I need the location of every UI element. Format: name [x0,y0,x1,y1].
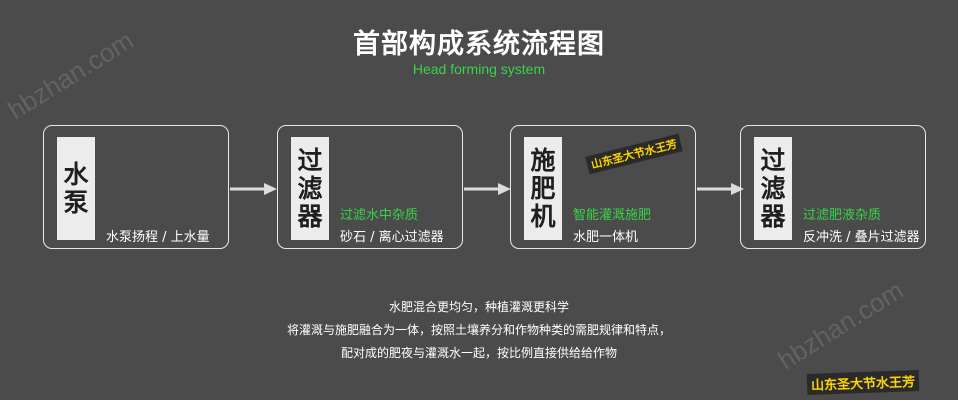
stage-label-filter-2: 过 滤 器 [754,137,792,240]
arrow-right-icon [230,183,277,195]
footer-line: 将灌溉与施肥融合为一体，按照土壤养分和作物种类的需肥规律和特点， [286,323,671,337]
arrow-right-icon [464,183,511,195]
stage-description: 砂石 / 离心过滤器 [340,230,444,245]
footer-line: 配对成的肥夜与灌溉水一起，按比例直接供给给作物 [340,346,617,360]
label-char: 肥 [530,173,556,203]
stage-description: 水泵扬程 / 上水量 [106,230,210,245]
label-char: 过 [297,145,323,175]
stage-label-filter-1: 过 滤 器 [291,137,329,240]
label-char: 器 [297,201,323,231]
stage-description: 反冲洗 / 叠片过滤器 [803,230,920,245]
label-char: 器 [760,201,786,231]
stage-function: 过滤水中杂质 [340,208,419,223]
label-char: 滤 [760,173,786,203]
label-char: 机 [530,201,556,231]
stage-label-fertilizer-machine: 施 肥 机 [524,137,562,240]
label-char: 施 [530,145,556,175]
stage-water-pump: 水 泵 水泵扬程 / 上水量 [43,125,229,249]
label-char: 水 [63,159,89,189]
stage-filter-1: 过 滤 器 过滤水中杂质 砂石 / 离心过滤器 [277,125,463,249]
stage-description: 水肥一体机 [573,230,639,245]
stage-function: 过滤肥液杂质 [803,208,882,223]
stage-fertilizer-machine: 施 肥 机 智能灌溉施肥 水肥一体机 [510,125,696,249]
arrow-right-icon [697,183,744,195]
diagram-subtitle: Head forming system [412,61,546,77]
brand-stamp-corner: 山东圣大节水王芳 [806,370,920,395]
diagram-title: 首部构成系统流程图 [353,29,605,60]
label-char: 泵 [63,187,89,217]
stage-label-water-pump: 水 泵 [57,137,95,240]
footer-line: 水肥混合更均匀，种植灌溉更科学 [388,300,569,314]
stage-filter-2: 过 滤 器 过滤肥液杂质 反冲洗 / 叠片过滤器 [740,125,926,249]
footer-description: 水肥混合更均匀，种植灌溉更科学 将灌溉与施肥融合为一体，按照土壤养分和作物种类的… [0,296,958,365]
label-char: 滤 [297,173,323,203]
stage-function: 智能灌溉施肥 [573,208,652,223]
label-char: 过 [760,145,786,175]
